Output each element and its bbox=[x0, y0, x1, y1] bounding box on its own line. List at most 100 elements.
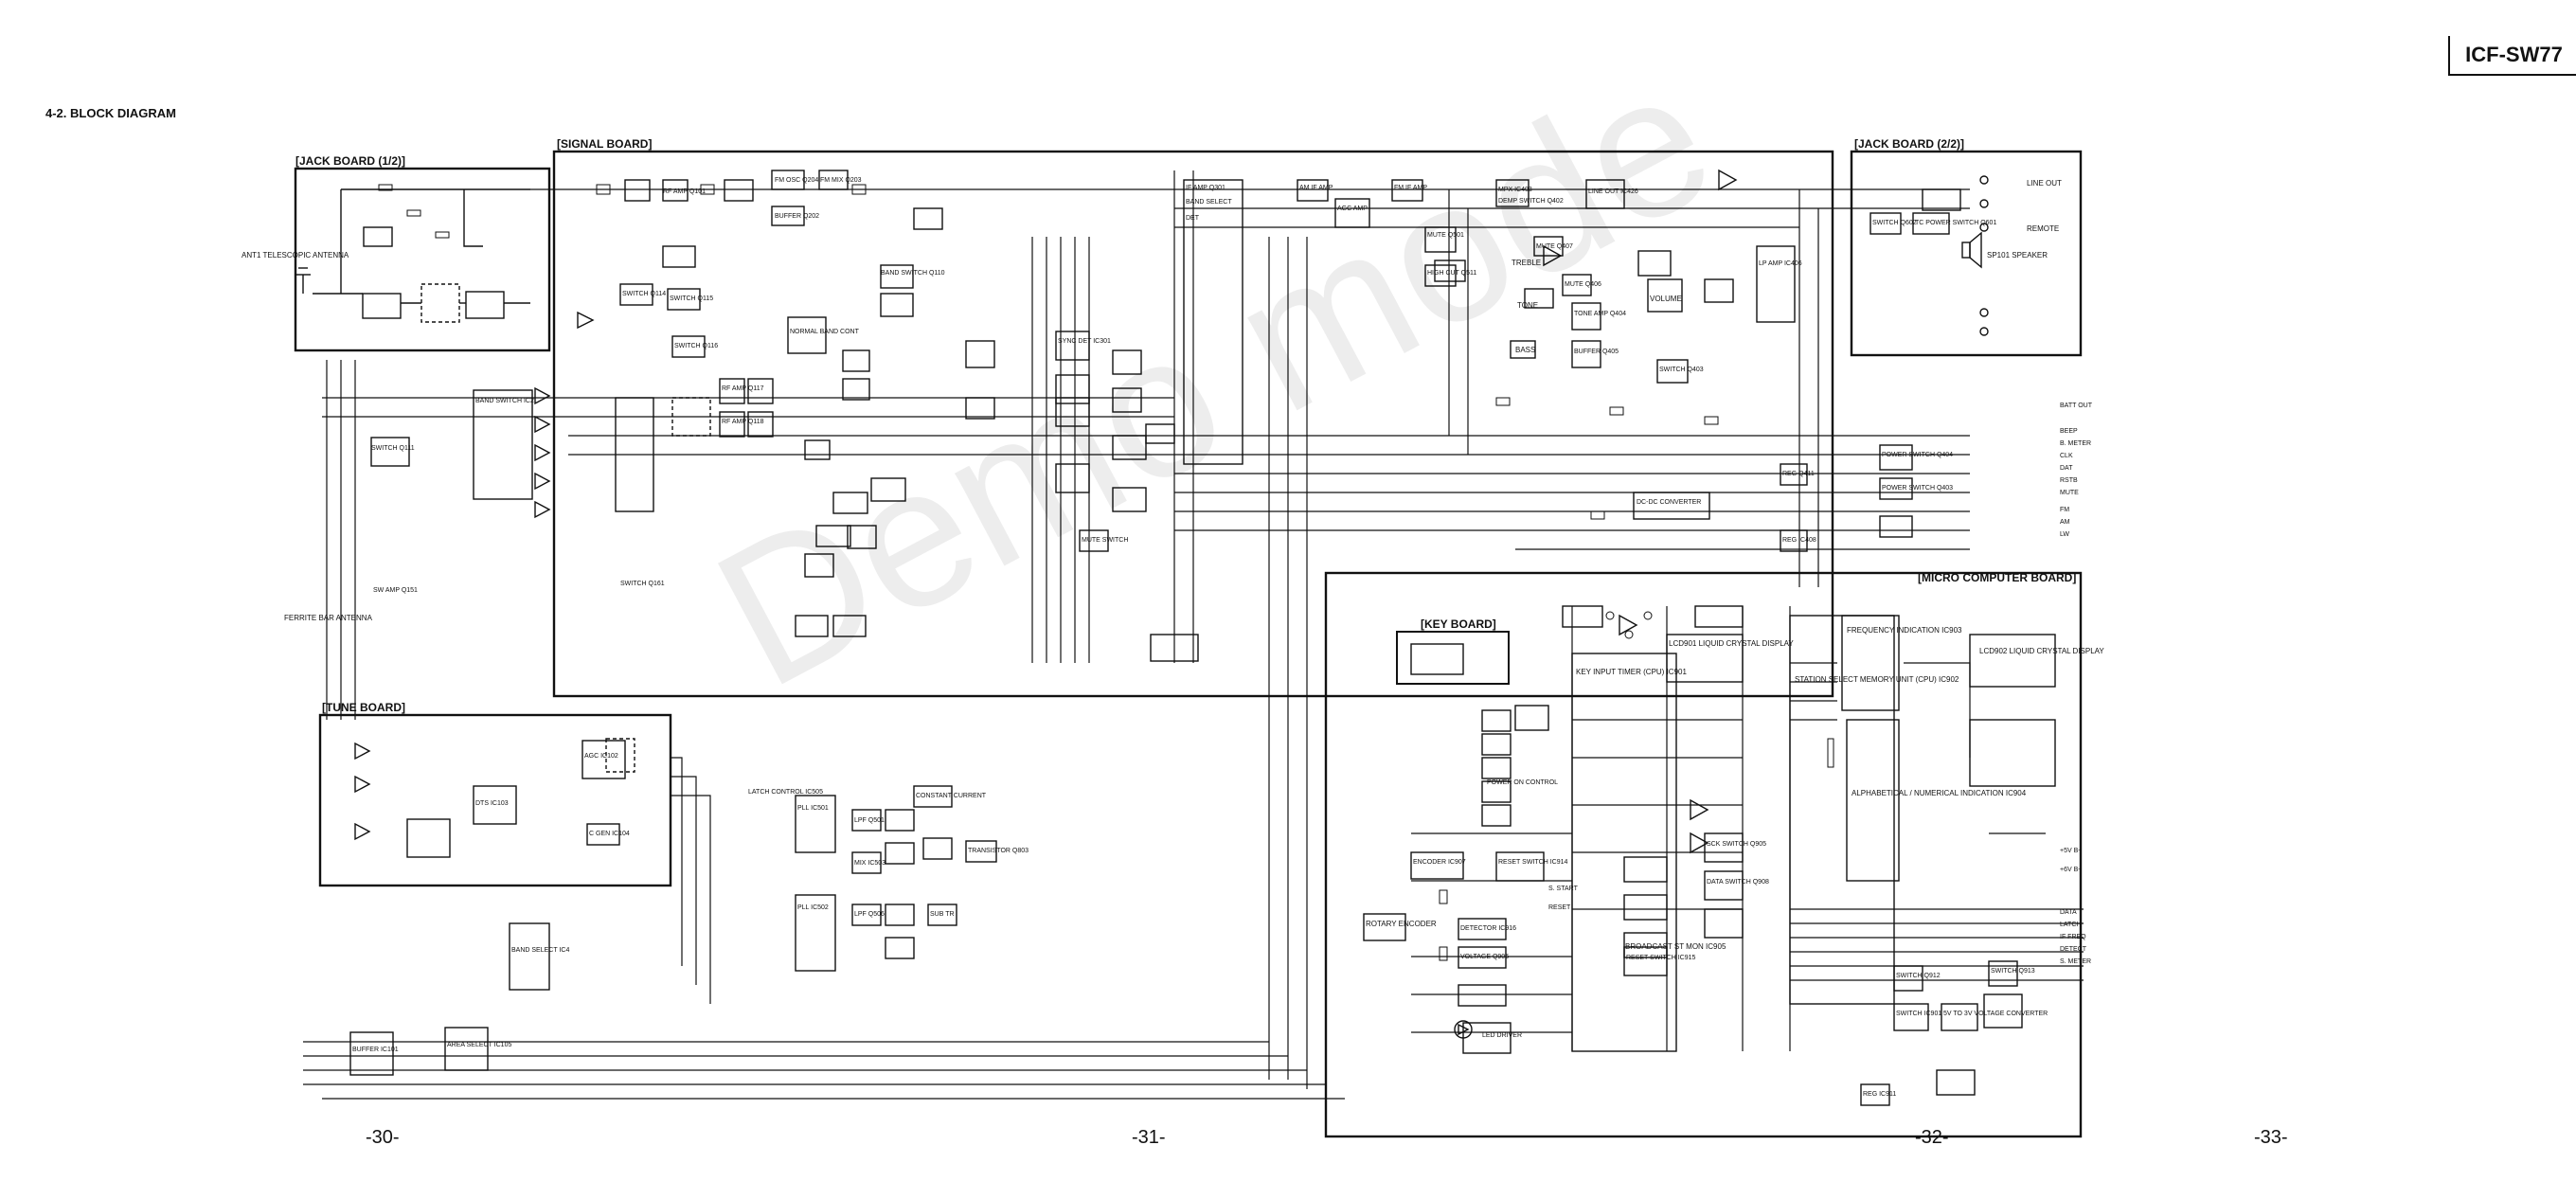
block-label: DC-DC CONVERTER bbox=[1637, 499, 1701, 506]
block-label: RESET SWITCH IC915 bbox=[1626, 955, 1695, 961]
block-label: SWITCH Q602 bbox=[1872, 220, 1917, 226]
block-label: BUFFER IC101 bbox=[352, 1047, 399, 1053]
block-label: LP AMP IC406 bbox=[1759, 260, 1802, 267]
block-label: PLL IC501 bbox=[797, 805, 829, 812]
board-label-jack1: [JACK BOARD (1/2)] bbox=[295, 154, 405, 168]
block-label: POWER SWITCH Q404 bbox=[1882, 452, 1953, 458]
block-label: LPF Q501 bbox=[854, 817, 885, 824]
led-icon bbox=[1454, 1020, 1473, 1039]
label-lcd1: LCD901 LIQUID CRYSTAL DISPLAY bbox=[1669, 639, 1794, 648]
jack2-block-labels: SWITCH Q602 TC POWER SWITCH Q601 LINE OU… bbox=[1498, 187, 1996, 544]
board-label-signal: [SIGNAL BOARD] bbox=[557, 137, 652, 151]
board-outlines bbox=[294, 150, 2083, 1138]
board-label-tune: [TUNE BOARD] bbox=[322, 701, 405, 714]
block-label: AREA SELECT IC105 bbox=[447, 1042, 511, 1048]
block-label: AGC IC102 bbox=[584, 753, 618, 760]
signal-label: AM bbox=[2060, 519, 2070, 526]
amplifier-symbols bbox=[354, 169, 1738, 854]
signal-label: B. METER bbox=[2060, 440, 2091, 447]
signal-label: S. START bbox=[1548, 886, 1579, 892]
block-label: VOLTAGE Q906 bbox=[1460, 954, 1509, 960]
signal-board-blocks bbox=[370, 170, 1466, 972]
signal-label: LW bbox=[2060, 531, 2069, 538]
signal-label: +5V B+ bbox=[2060, 848, 2082, 854]
block-label: MUTE Q501 bbox=[1427, 232, 1464, 239]
block-label: FM IF AMP bbox=[1394, 185, 1427, 191]
block-label: NORMAL BAND CONT bbox=[790, 329, 860, 335]
signal-label: DATA bbox=[2060, 909, 2077, 916]
label-ant-ferrite: FERRITE BAR ANTENNA bbox=[284, 614, 373, 622]
label-bass: BASS bbox=[1515, 346, 1535, 354]
block-label: DETECTOR IC916 bbox=[1460, 925, 1516, 932]
label-key-input: KEY INPUT TIMER (CPU) IC901 bbox=[1576, 668, 1687, 676]
label-cpu: STATION SELECT MEMORY UNIT (CPU) IC902 bbox=[1795, 675, 1959, 684]
block-label: RF AMP Q118 bbox=[722, 419, 764, 425]
jack-board-2-blocks bbox=[1495, 179, 1961, 552]
signal-label: FM bbox=[2060, 507, 2069, 513]
label-broadcast: BROADCAST ST MON IC905 bbox=[1625, 942, 1726, 951]
micro-board-blocks bbox=[1363, 605, 2056, 1106]
signal-label: BEEP bbox=[2060, 428, 2078, 435]
block-label: TRANSISTOR Q803 bbox=[968, 848, 1029, 854]
block-label: PLL IC502 bbox=[797, 904, 829, 911]
block-label: BAND SELECT bbox=[1186, 199, 1232, 206]
signal-label: MUTE bbox=[2060, 490, 2079, 496]
speaker-icon bbox=[1961, 231, 1982, 269]
block-label: DTS IC103 bbox=[475, 800, 509, 807]
block-label: LATCH CONTROL IC505 bbox=[748, 789, 823, 796]
block-label: RF AMP Q101 bbox=[663, 188, 706, 195]
tune-board-blocks bbox=[349, 738, 635, 1076]
block-label: SWITCH Q913 bbox=[1991, 968, 2035, 975]
block-label: TC POWER SWITCH Q601 bbox=[1915, 220, 1996, 226]
board-label-jack2: [JACK BOARD (2/2)] bbox=[1854, 137, 1964, 151]
jack-board-1-blocks bbox=[313, 188, 530, 323]
page-number: -30- bbox=[366, 1127, 400, 1148]
block-label: AGC AMP bbox=[1337, 206, 1368, 212]
signal-block-labels: RF AMP Q101 FM OSC Q204 BUFFER Q202 FM M… bbox=[371, 177, 1476, 918]
block-label: REG Q411 bbox=[1782, 471, 1815, 477]
block-label: SYNC DET IC301 bbox=[1058, 338, 1111, 345]
block-label: POWER SWITCH Q403 bbox=[1882, 485, 1953, 492]
signal-label: S. METER bbox=[2060, 958, 2091, 965]
block-label: C GEN IC104 bbox=[589, 831, 630, 837]
block-label: LINE OUT IC426 bbox=[1588, 188, 1638, 195]
model-label: ICF-SW77 bbox=[2448, 36, 2576, 76]
block-label: DATA SWITCH Q908 bbox=[1707, 879, 1769, 886]
page-number: -32- bbox=[1915, 1127, 1949, 1148]
signal-label: CLK bbox=[2060, 453, 2073, 459]
micro-block-labels: POWER ON CONTROL RESET SWITCH IC914 RESE… bbox=[1413, 779, 2048, 1098]
block-label: FM OSC Q204 bbox=[775, 177, 818, 184]
board-label-key: [KEY BOARD] bbox=[1421, 617, 1496, 631]
label-lcd2: LCD902 LIQUID CRYSTAL DISPLAY bbox=[1979, 647, 2104, 655]
board-labels: [JACK BOARD (1/2)] [SIGNAL BOARD] [JACK … bbox=[295, 137, 2076, 714]
block-label: SWITCH Q115 bbox=[670, 295, 713, 302]
label-alpha-ind: ALPHABETICAL / NUMERICAL INDICATION IC90… bbox=[1852, 789, 2027, 797]
block-label: SWITCH Q161 bbox=[620, 581, 665, 587]
block-label: IF AMP Q301 bbox=[1186, 185, 1225, 191]
label-speaker: SP101 SPEAKER bbox=[1987, 251, 2048, 259]
block-label: SUB TR bbox=[930, 911, 955, 918]
block-label: RF AMP Q117 bbox=[722, 385, 764, 392]
block-label: DEMP SWITCH Q402 bbox=[1498, 198, 1564, 205]
block-label: CONSTANT CURRENT bbox=[916, 793, 987, 799]
label-ant-tel: ANT1 TELESCOPIC ANTENNA bbox=[242, 251, 349, 259]
tune-block-labels: AGC IC102 DTS IC103 BAND SELECT IC4 BUFF… bbox=[352, 753, 630, 1053]
label-remote: REMOTE bbox=[2027, 224, 2059, 233]
label-tone: TONE bbox=[1517, 301, 1538, 310]
signal-names: BEEP B. METER CLK DAT RSTB MUTE FM AM LW… bbox=[1548, 403, 2093, 965]
block-label: MIX IC503 bbox=[854, 860, 886, 867]
block-label: MUTE Q406 bbox=[1565, 281, 1601, 288]
signal-label: +6V B+ bbox=[2060, 867, 2082, 873]
signal-label: RESET bbox=[1548, 904, 1571, 911]
signal-label: BATT OUT bbox=[2060, 403, 2093, 409]
signal-label: RSTB bbox=[2060, 477, 2078, 484]
signal-label: DETECT bbox=[2060, 946, 2087, 953]
section-title: 4-2. BLOCK DIAGRAM bbox=[45, 106, 176, 120]
block-label: SWITCH Q114 bbox=[622, 291, 666, 297]
block-label: LED DRIVER bbox=[1482, 1032, 1522, 1039]
block-label: MUTE SWITCH bbox=[1082, 537, 1128, 544]
block-label: SWITCH Q912 bbox=[1896, 973, 1941, 979]
block-label: REG IC911 bbox=[1863, 1091, 1896, 1098]
label-volume: VOLUME bbox=[1650, 295, 1682, 303]
